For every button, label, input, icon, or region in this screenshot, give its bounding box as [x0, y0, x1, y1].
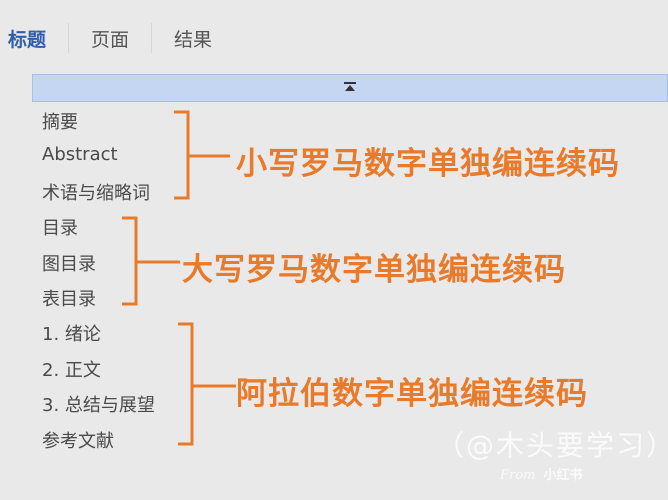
heading-item-conclusion[interactable]: 3. 总结与展望: [42, 395, 155, 416]
heading-item-figures[interactable]: 图目录: [42, 254, 96, 275]
heading-item-glossary[interactable]: 术语与缩略词: [42, 183, 150, 204]
tab-divider: [68, 23, 70, 53]
watermark-handle: （@木头要学习）: [436, 429, 668, 462]
watermark-source: From 小红书: [500, 464, 583, 483]
watermark-app: 小红书: [543, 468, 583, 483]
annotation-lower-roman: 小写罗马数字单独编连续码: [236, 146, 620, 182]
collapse-all-bar[interactable]: [32, 74, 668, 102]
brace-icon: [174, 110, 230, 200]
heading-item-toc[interactable]: 目录: [42, 218, 78, 239]
heading-item-tables[interactable]: 表目录: [42, 289, 96, 310]
heading-item-body[interactable]: 2. 正文: [42, 360, 101, 381]
tab-pages[interactable]: 页面: [91, 28, 130, 51]
collapse-up-icon: [344, 82, 356, 94]
heading-item-abstract-en[interactable]: Abstract: [42, 144, 118, 165]
heading-item-intro[interactable]: 1. 绪论: [42, 324, 101, 345]
tab-headings[interactable]: 标题: [8, 28, 47, 51]
brace-icon: [122, 216, 180, 306]
annotation-arabic: 阿拉伯数字单独编连续码: [236, 376, 588, 412]
heading-item-abstract-cn[interactable]: 摘要: [42, 112, 78, 133]
watermark-from: From: [500, 468, 536, 483]
heading-item-references[interactable]: 参考文献: [42, 431, 114, 452]
annotation-upper-roman: 大写罗马数字单独编连续码: [182, 252, 566, 288]
brace-icon: [178, 322, 236, 446]
tab-results[interactable]: 结果: [174, 28, 213, 51]
tab-divider: [151, 23, 153, 53]
nav-tabs: 标题 页面 结果: [0, 18, 234, 58]
